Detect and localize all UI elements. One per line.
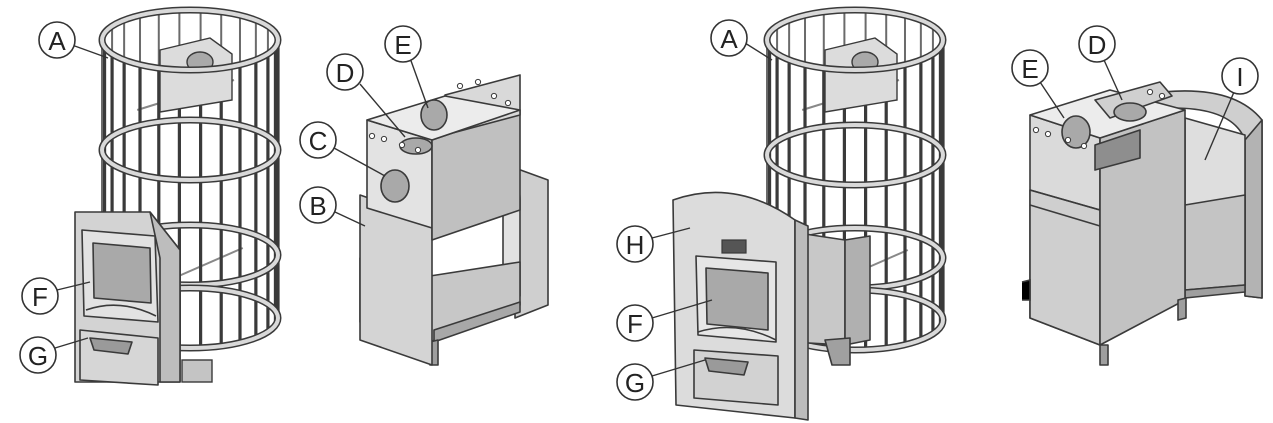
drawer-handle [89,337,133,355]
callout-letter: G [28,341,48,371]
stove-cage-door-view [672,6,947,421]
callout-letter: F [32,282,48,312]
top-flue-opening [1113,102,1147,122]
stove-cage-front-view [74,6,282,386]
callout-circle [38,21,76,59]
stove-core-side-view [1021,81,1263,366]
callout-circle [299,186,337,224]
rear-flue-opening [420,99,448,131]
stove-core-view [359,74,549,366]
callout-circle [19,336,57,374]
callout-letter: A [720,24,738,54]
callout-letter: E [394,30,411,60]
callout-circle [616,304,654,342]
callout-circle [1011,49,1049,87]
callout-circle [616,225,654,263]
callout-letter: G [625,368,645,398]
door-glass [705,267,769,331]
callout-circle [299,121,337,159]
callout-circle [21,277,59,315]
callout-letter: D [1088,30,1107,60]
door-vent [721,239,747,254]
callout-circle [384,25,422,63]
callout-circle [616,363,654,401]
firebox-side [149,211,181,383]
callout-letter: I [1236,62,1243,92]
callout-letter: E [1021,54,1038,84]
callout-circle [326,53,364,91]
callout-circle [1221,57,1259,95]
callout-letter: H [626,230,645,260]
callout-circle [710,19,748,57]
callout-letter: B [309,191,326,221]
callout-layer: A F G E D C B A H F G [19,19,1259,401]
callout-circle [1078,25,1116,63]
callout-letter: A [48,26,66,56]
door-glass [92,242,152,304]
inner-flue-box [824,37,898,113]
callout-letter: F [627,309,643,339]
callout-letter: C [309,126,328,156]
front-flue-opening [380,169,410,203]
inner-flue-box [159,37,233,113]
front-flue-opening [1061,115,1091,149]
callout-letter: D [336,58,355,88]
